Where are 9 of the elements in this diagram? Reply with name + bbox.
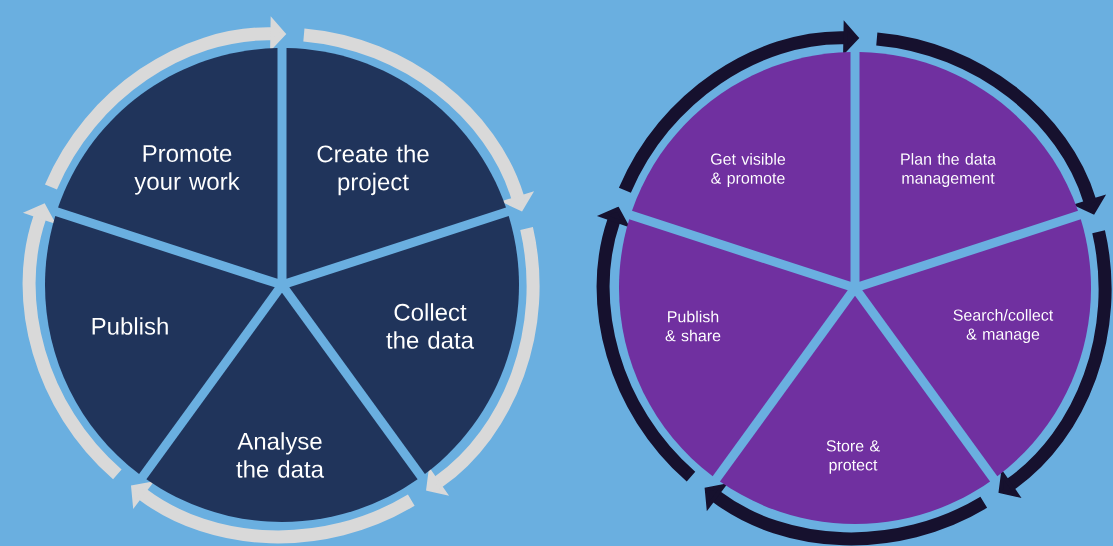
pie-sector: Plan the data management xyxy=(859,52,1079,282)
node-label: Promote your work xyxy=(134,145,240,195)
node-label: Get visible & promote xyxy=(711,153,786,187)
node-label: Plan the data management xyxy=(901,153,997,187)
pie-sector: Get visible & promote xyxy=(632,52,851,282)
node-label: Publish & share xyxy=(665,310,721,342)
node-label: Create the project xyxy=(317,144,429,196)
pie-sector: Create the project xyxy=(286,48,506,279)
pie-sector: Promote your work xyxy=(58,48,278,279)
